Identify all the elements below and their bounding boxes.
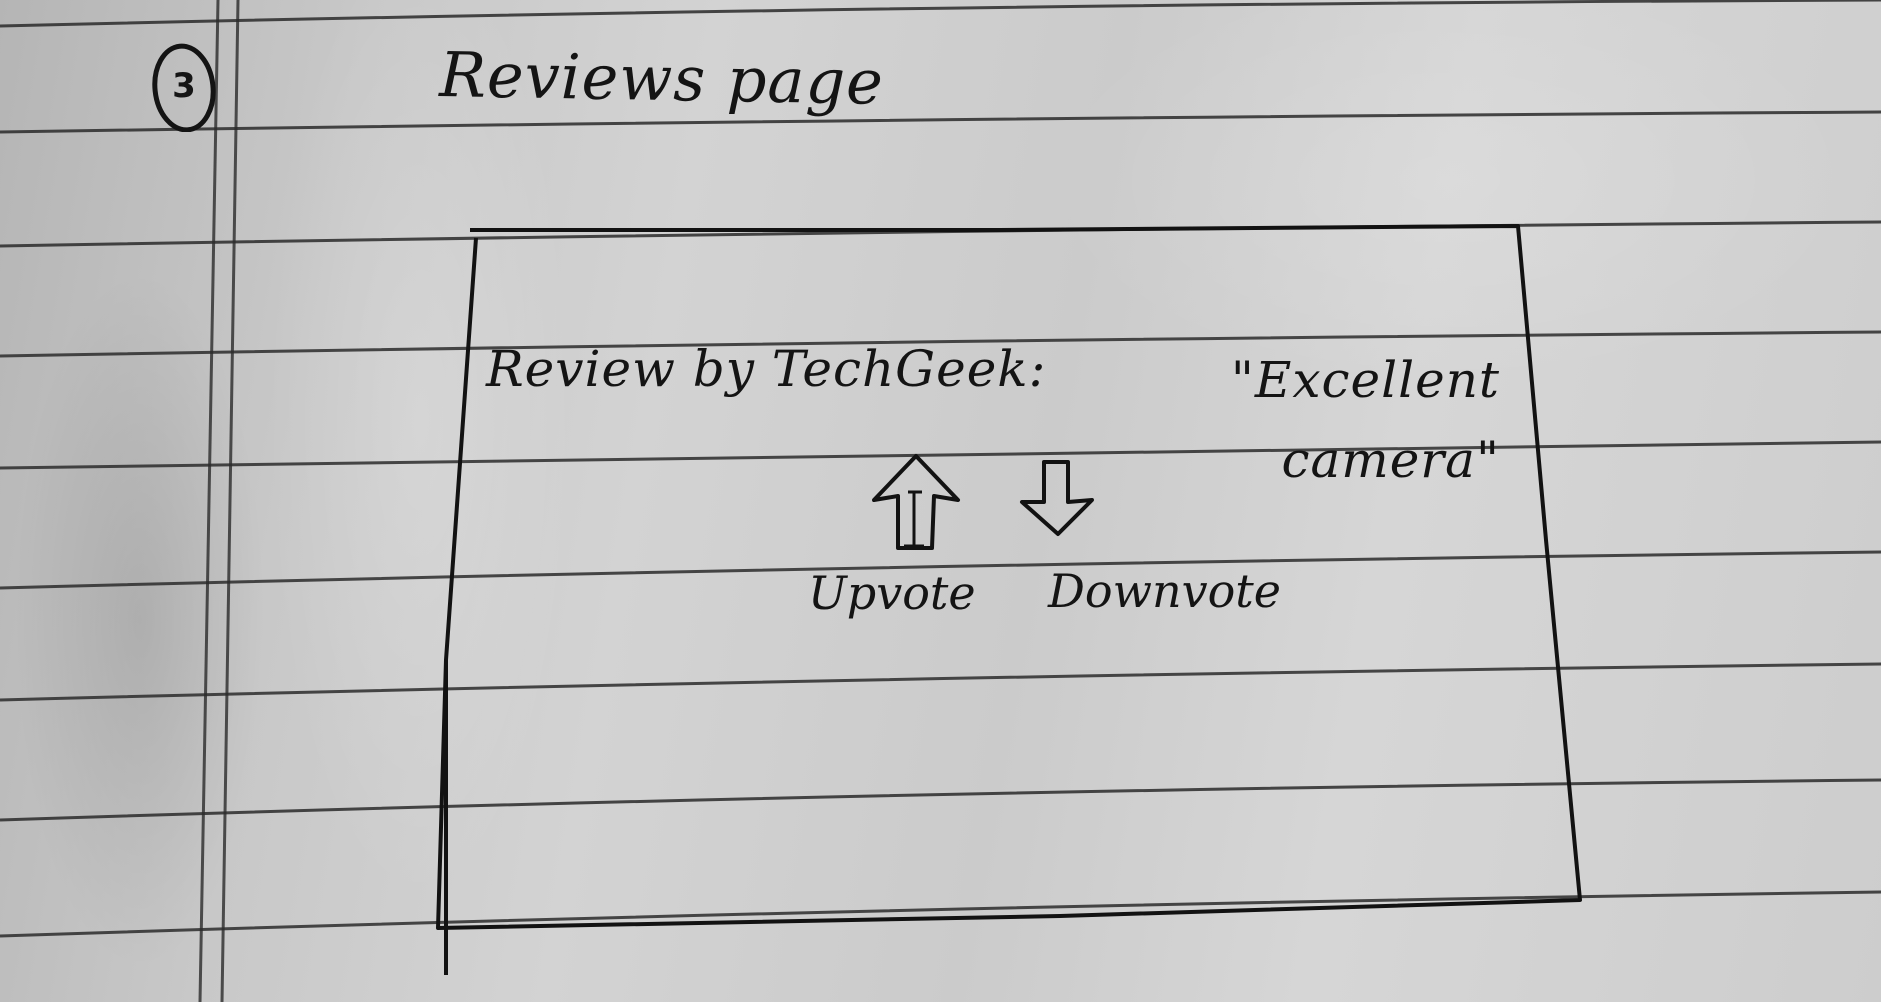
arrow-down-icon — [1020, 460, 1094, 536]
arrow-up-icon — [872, 454, 960, 550]
downvote-button[interactable] — [1016, 458, 1100, 538]
upvote-button[interactable] — [868, 452, 964, 552]
section-number-badge: 3 — [152, 40, 216, 132]
downvote-label: Downvote — [1048, 564, 1281, 618]
upvote-label: Upvote — [808, 566, 976, 620]
review-quote-text: "Excellent camera" — [1230, 351, 1500, 489]
section-number: 3 — [172, 66, 196, 106]
circle-outline-icon — [152, 43, 216, 132]
review-author-text: Review by TechGeek: — [486, 340, 1047, 398]
